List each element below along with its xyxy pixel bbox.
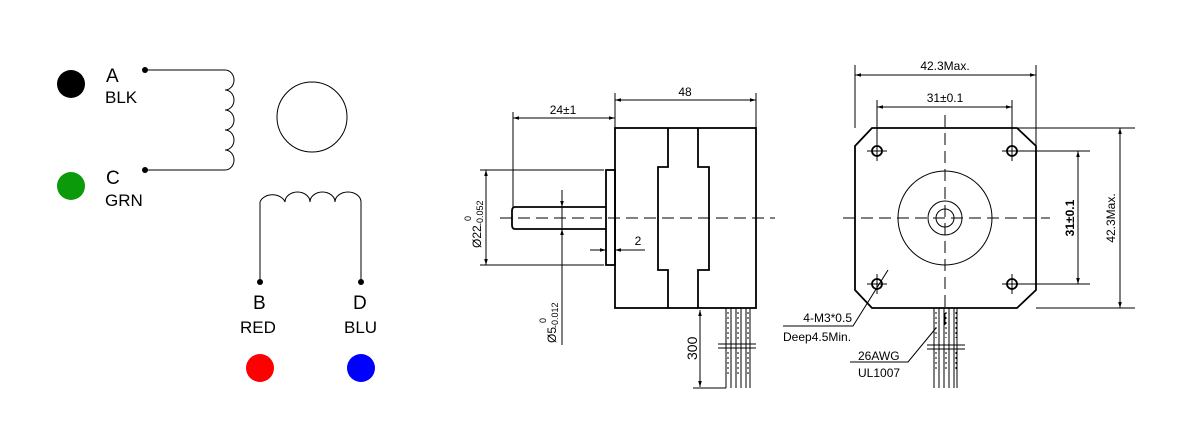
coil-ac	[142, 67, 235, 173]
dim-height: 42.3Max.	[1104, 193, 1118, 242]
dim-shaft-dia: Ø5	[545, 327, 559, 343]
thread-note: 4-M3*0.5	[803, 311, 852, 325]
wiring-diagram: A BLK C GRN B RED D BLU	[57, 66, 377, 382]
front-lead-wires	[927, 308, 965, 388]
wire-spec: UL1007	[858, 366, 900, 380]
terminal-a-label: A	[106, 66, 119, 87]
terminal-d-color: BLU	[344, 318, 377, 337]
color-dot-blue	[347, 354, 375, 382]
rotor-symbol	[276, 81, 348, 153]
shaft-tol-upper: 0	[538, 318, 548, 323]
mounting-holes	[867, 141, 1022, 294]
coil-bd	[257, 191, 364, 285]
dim-flange-thickness: 2	[635, 234, 642, 248]
thread-depth: Deep4.5Min.	[783, 330, 851, 344]
lead-wires	[718, 308, 756, 388]
dim-shaft-length: 24±1	[550, 103, 577, 117]
terminal-b-label: B	[253, 293, 266, 314]
dim-lead-length: 300	[684, 336, 700, 360]
terminal-c-color: GRN	[105, 191, 143, 210]
flange-tol-upper: 0	[463, 216, 473, 221]
color-dot-red	[246, 354, 274, 382]
dim-flange-dia: Ø22	[470, 225, 484, 248]
dim-length: 48	[678, 85, 692, 99]
color-dot-green	[57, 172, 85, 200]
dim-hole-spacing-h: 31±0.1	[927, 91, 964, 105]
shaft-tol-lower: -0.012	[550, 302, 560, 328]
terminal-d-label: D	[353, 293, 367, 314]
terminal-b-color: RED	[240, 318, 276, 337]
terminal-a-color: BLK	[105, 88, 138, 107]
side-view: 48 24±1 Ø22 0 -0.052 Ø5 0 -0.012 2	[463, 85, 775, 389]
flange-tol-lower: -0.052	[475, 200, 485, 226]
dim-hole-spacing-v: 31±0.1	[1063, 199, 1077, 236]
wire-gauge: 26AWG	[858, 349, 900, 363]
color-dot-black	[57, 70, 85, 98]
terminal-c-label: C	[106, 168, 120, 189]
front-view: 42.3Max. 31±0.1 31±0.1 42.3Max. 4-M3*0.5…	[783, 59, 1135, 388]
dim-width: 42.3Max.	[920, 59, 969, 73]
